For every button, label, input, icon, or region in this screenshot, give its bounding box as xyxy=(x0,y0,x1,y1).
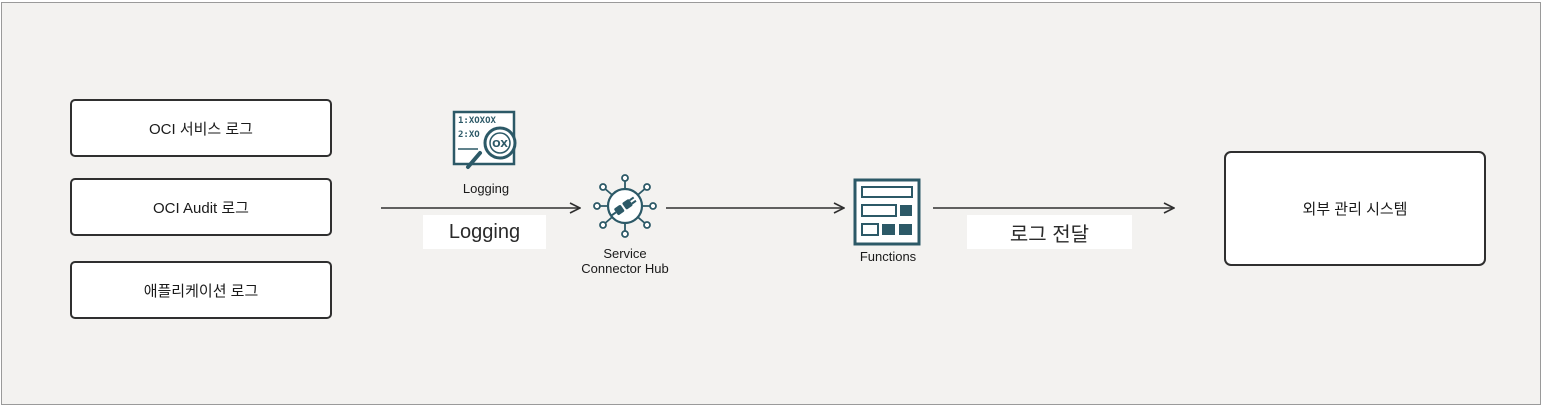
target-label: 외부 관리 시스템 xyxy=(1302,201,1408,218)
target-box-external-system: 외부 관리 시스템 xyxy=(1224,151,1486,266)
functions-icon xyxy=(853,178,921,246)
source-box-application-logs: 애플리케이션 로그 xyxy=(70,261,332,319)
source-label: OCI Audit 로그 xyxy=(153,199,249,217)
edge-label-forward-logs: 로그 전달 xyxy=(967,215,1132,249)
source-label: OCI 서비스 로그 xyxy=(148,120,253,138)
service-connector-hub-icon xyxy=(593,174,657,238)
source-label: 애플리케이션 로그 xyxy=(143,282,259,300)
service-connector-hub-label-line2: Connector Hub xyxy=(581,261,669,276)
edge-label-logging: Logging xyxy=(423,215,546,249)
source-box-oci-audit-logs: OCI Audit 로그 xyxy=(70,178,332,236)
service-connector-hub-label-line1: Service xyxy=(603,246,647,261)
logging-glyph-line2: 2:XO xyxy=(458,130,480,140)
connectors xyxy=(381,3,1542,406)
logging-icon-label: Logging xyxy=(462,181,510,196)
functions-label: Functions xyxy=(859,249,917,264)
logging-magnifier-icon: 1:XOXOX 2:XO OX xyxy=(452,110,517,169)
service-connector-hub-label: Service Connector Hub xyxy=(565,246,685,276)
source-box-oci-service-logs: OCI 서비스 로그 xyxy=(70,99,332,157)
logging-glyph-badge: OX xyxy=(492,139,508,150)
logging-glyph-line1: 1:XOXOX xyxy=(458,116,497,126)
